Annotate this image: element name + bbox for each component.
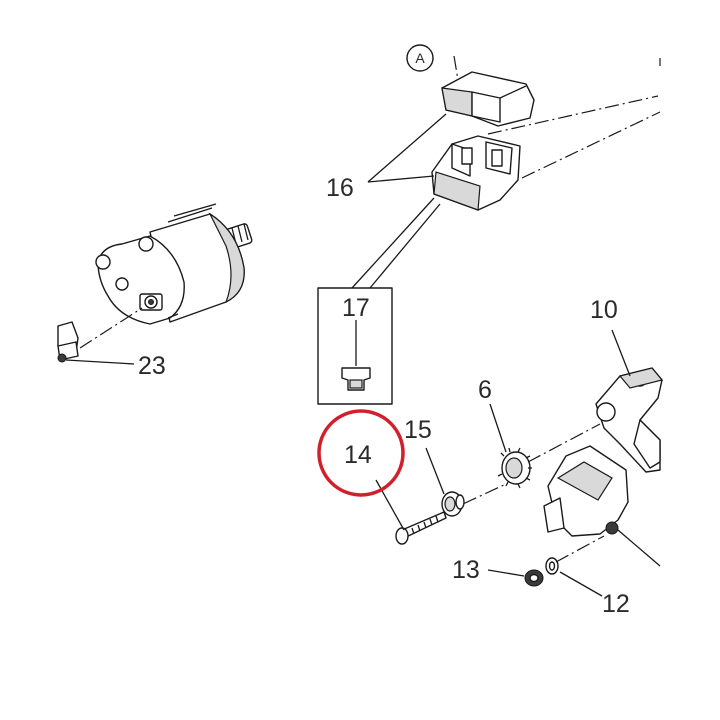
view-marker-a: A: [406, 44, 434, 72]
axis-line-relay-a: [487, 95, 659, 135]
axis-line-relay-b: [521, 111, 661, 179]
axis-line-nut: [555, 535, 605, 563]
axis-line-gear: [527, 423, 601, 463]
relay-body: [431, 135, 521, 211]
leader-6: [489, 403, 507, 453]
callout-14: 14: [344, 441, 372, 469]
callout-10: 10: [590, 296, 618, 324]
axis-line-bolt: [419, 483, 507, 525]
leader-relay-fuse-b: [369, 203, 441, 289]
callout-17: 17: [342, 294, 370, 322]
leader-23: [65, 359, 135, 365]
sensor-module: [543, 445, 661, 567]
leader-13: [487, 569, 525, 577]
callout-16: 16: [326, 174, 354, 202]
callout-6: 6: [478, 376, 492, 404]
callout-23: 23: [138, 352, 166, 380]
view-marker-label: A: [415, 50, 425, 66]
callout-15: 15: [404, 416, 432, 444]
leader-16-cover: [367, 113, 447, 183]
lock-washer: [545, 557, 559, 575]
callout-12: 12: [602, 590, 630, 618]
leader-relay-fuse-a: [351, 197, 435, 289]
blade-fuse: [341, 367, 371, 391]
bolt: [395, 511, 447, 545]
starter-motor: [95, 203, 253, 325]
terminal-clamp: [57, 321, 79, 363]
leader-15: [425, 447, 445, 495]
callout-13: 13: [452, 556, 480, 584]
highlight-ring: [317, 409, 405, 497]
leader-14: [375, 479, 405, 531]
axis-line-starter: [79, 307, 143, 349]
leader-16-body: [367, 175, 435, 183]
gear: [497, 447, 532, 489]
leader-10: [611, 329, 631, 377]
nut: [524, 569, 544, 587]
mounting-bracket: [595, 367, 664, 473]
relay-cover: [441, 71, 535, 127]
leader-12: [559, 571, 603, 597]
axis-line-view-a: [453, 55, 459, 81]
washer: [441, 491, 465, 517]
